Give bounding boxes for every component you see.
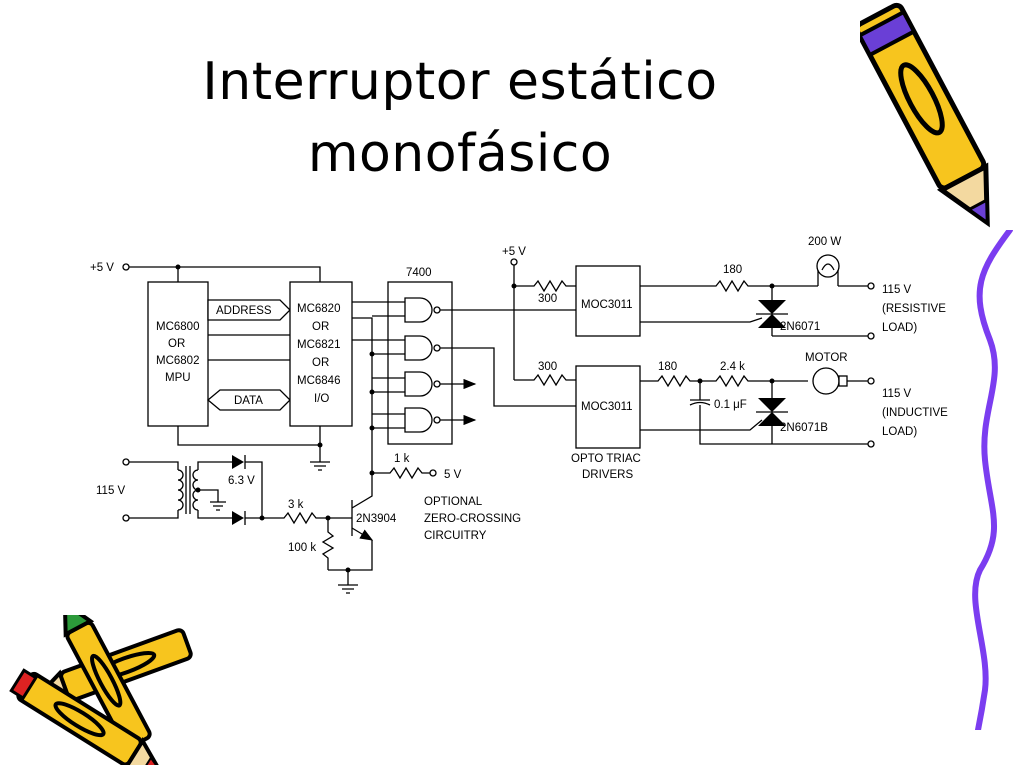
pia-line-4: OR bbox=[312, 357, 329, 369]
label-optional-1: OPTIONAL bbox=[424, 496, 483, 508]
address-bus-arrow bbox=[207, 299, 291, 321]
pia-line-2: OR bbox=[312, 321, 329, 333]
lamp-icon bbox=[816, 254, 840, 278]
pia-box bbox=[289, 281, 353, 427]
wavy-line-icon bbox=[972, 230, 1013, 730]
triac-bottom bbox=[758, 398, 786, 412]
mpu-box bbox=[147, 281, 209, 427]
motor-icon bbox=[812, 367, 840, 395]
label-v5-out: 5 V bbox=[444, 469, 462, 481]
label-r2k4: 2.4 k bbox=[720, 361, 745, 373]
slide-title-line-1: Interruptor estático bbox=[202, 52, 718, 112]
label-r3k: 3 k bbox=[288, 499, 304, 511]
label-supply-5v-top: +5 V bbox=[502, 246, 526, 258]
label-inductive-2: (INDUCTIVE bbox=[882, 407, 948, 419]
label-motor: MOTOR bbox=[805, 352, 848, 364]
label-r100k: 100 k bbox=[288, 542, 316, 554]
nand-gates bbox=[404, 297, 441, 433]
diode-bottom bbox=[232, 511, 244, 525]
crayons-bottom-left-icon bbox=[9, 615, 193, 765]
label-resistive-2: (RESISTIVE bbox=[882, 303, 946, 315]
slide-title-line-2: monofásico bbox=[307, 124, 613, 184]
transformer-icon bbox=[177, 466, 199, 514]
mpu-line-2: OR bbox=[168, 338, 185, 350]
pia-line-3: MC6821 bbox=[297, 339, 340, 351]
label-optional-3: CIRCUITRY bbox=[424, 530, 487, 542]
label-opto-line-2: DRIVERS bbox=[582, 469, 633, 481]
label-v63: 6.3 V bbox=[228, 475, 255, 487]
mpu-line-3: MC6802 bbox=[156, 355, 199, 367]
mpu-line-1: MC6800 bbox=[156, 321, 199, 333]
label-triac-top: 2N6071 bbox=[780, 321, 820, 333]
label-optional-2: ZERO-CROSSING bbox=[424, 513, 521, 525]
label-7400: 7400 bbox=[406, 267, 432, 279]
label-moc-bottom: MOC3011 bbox=[581, 401, 633, 413]
label-transistor: 2N3904 bbox=[356, 513, 397, 525]
label-supply-5v-left: +5 V bbox=[90, 262, 114, 274]
label-r300-top: 300 bbox=[538, 293, 557, 305]
label-r180-bottom: 180 bbox=[658, 361, 677, 373]
label-moc-top: MOC3011 bbox=[581, 299, 633, 311]
pia-line-6: I/O bbox=[314, 393, 329, 405]
label-triac-bottom: 2N6071B bbox=[780, 422, 828, 434]
label-opto-line-1: OPTO TRIAC bbox=[571, 453, 641, 465]
label-data: DATA bbox=[234, 395, 263, 407]
moc3011-bottom bbox=[575, 365, 641, 449]
triac-top bbox=[758, 300, 786, 314]
chip-7400 bbox=[387, 281, 453, 445]
label-mains-in: 115 V bbox=[96, 485, 126, 497]
label-r180-top: 180 bbox=[723, 264, 742, 276]
label-r300-bottom: 300 bbox=[538, 361, 557, 373]
pia-line-1: MC6820 bbox=[297, 303, 340, 315]
crayon-top-right-icon bbox=[860, 2, 990, 228]
pia-line-5: MC6846 bbox=[297, 375, 340, 387]
diode-top bbox=[232, 455, 244, 469]
label-address: ADDRESS bbox=[216, 305, 272, 317]
label-inductive-3: LOAD) bbox=[882, 426, 917, 438]
label-resistive-1: 115 V bbox=[882, 284, 912, 296]
moc3011-top bbox=[575, 265, 641, 337]
label-lamp: 200 W bbox=[808, 236, 841, 248]
mpu-line-4: MPU bbox=[165, 372, 191, 384]
label-cap: 0.1 μF bbox=[714, 399, 747, 411]
label-r1k: 1 k bbox=[394, 453, 410, 465]
label-inductive-1: 115 V bbox=[882, 388, 912, 400]
label-resistive-3: LOAD) bbox=[882, 322, 917, 334]
